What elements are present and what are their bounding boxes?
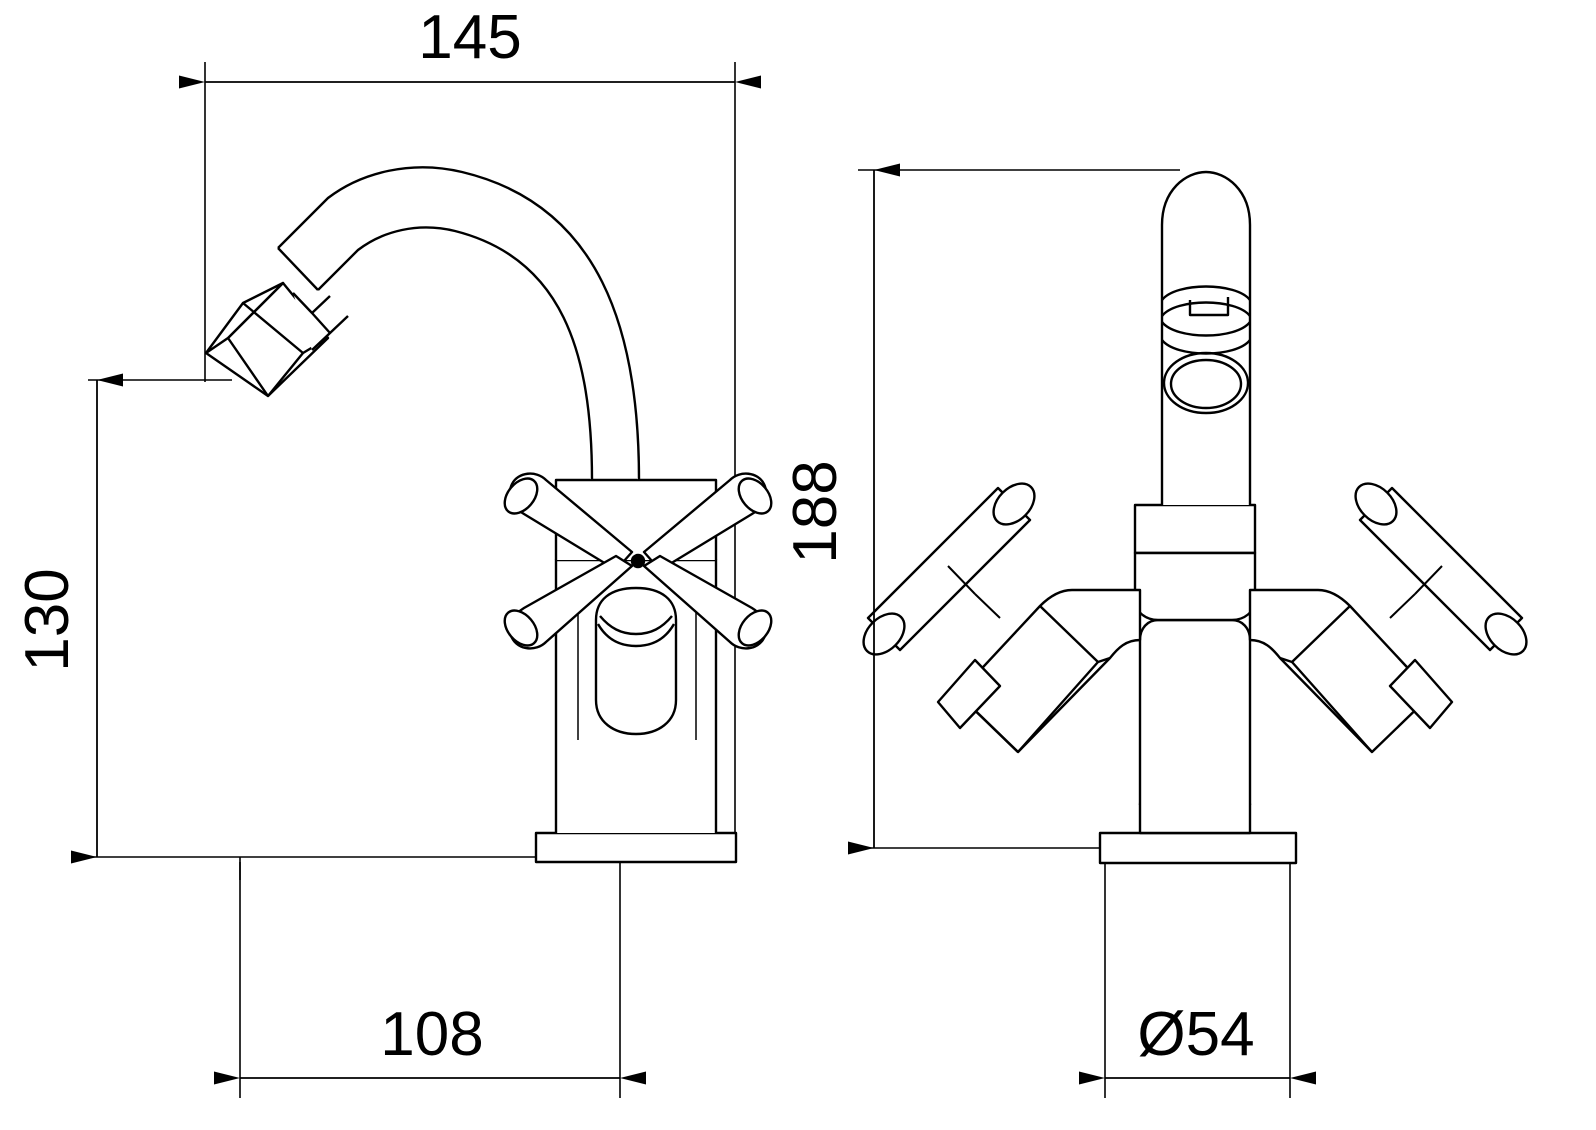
- side-aerator: [204, 281, 349, 398]
- front-collar: [1133, 503, 1257, 555]
- front-left-valve: [936, 588, 1142, 754]
- front-right-handle-arm: [1354, 482, 1528, 656]
- side-base-plate: [534, 831, 738, 864]
- side-view-faucet: [204, 166, 773, 864]
- dimension-label-145: 145: [418, 3, 521, 72]
- front-outlet-ring: [1162, 351, 1250, 415]
- front-base-plate: [1098, 831, 1298, 865]
- side-spout-tip-face: [277, 247, 319, 291]
- dimension-label-130: 130: [13, 568, 82, 671]
- dimension-label-188: 188: [781, 460, 850, 563]
- side-cross-handle: [503, 472, 773, 650]
- front-view-faucet: [862, 170, 1528, 865]
- side-valve-dome: [594, 586, 678, 736]
- front-aerator-band: [1161, 285, 1251, 355]
- front-view-extension-lines: [858, 169, 1291, 1098]
- dimension-label-54: Ø54: [1137, 1000, 1254, 1069]
- front-body-mid: [1138, 618, 1252, 805]
- front-right-valve: [1248, 588, 1454, 754]
- dimension-label-108: 108: [380, 1000, 483, 1069]
- side-spout-inner: [317, 226, 594, 481]
- dimension-lines: [71, 75, 1316, 1085]
- front-spout: [1160, 170, 1252, 505]
